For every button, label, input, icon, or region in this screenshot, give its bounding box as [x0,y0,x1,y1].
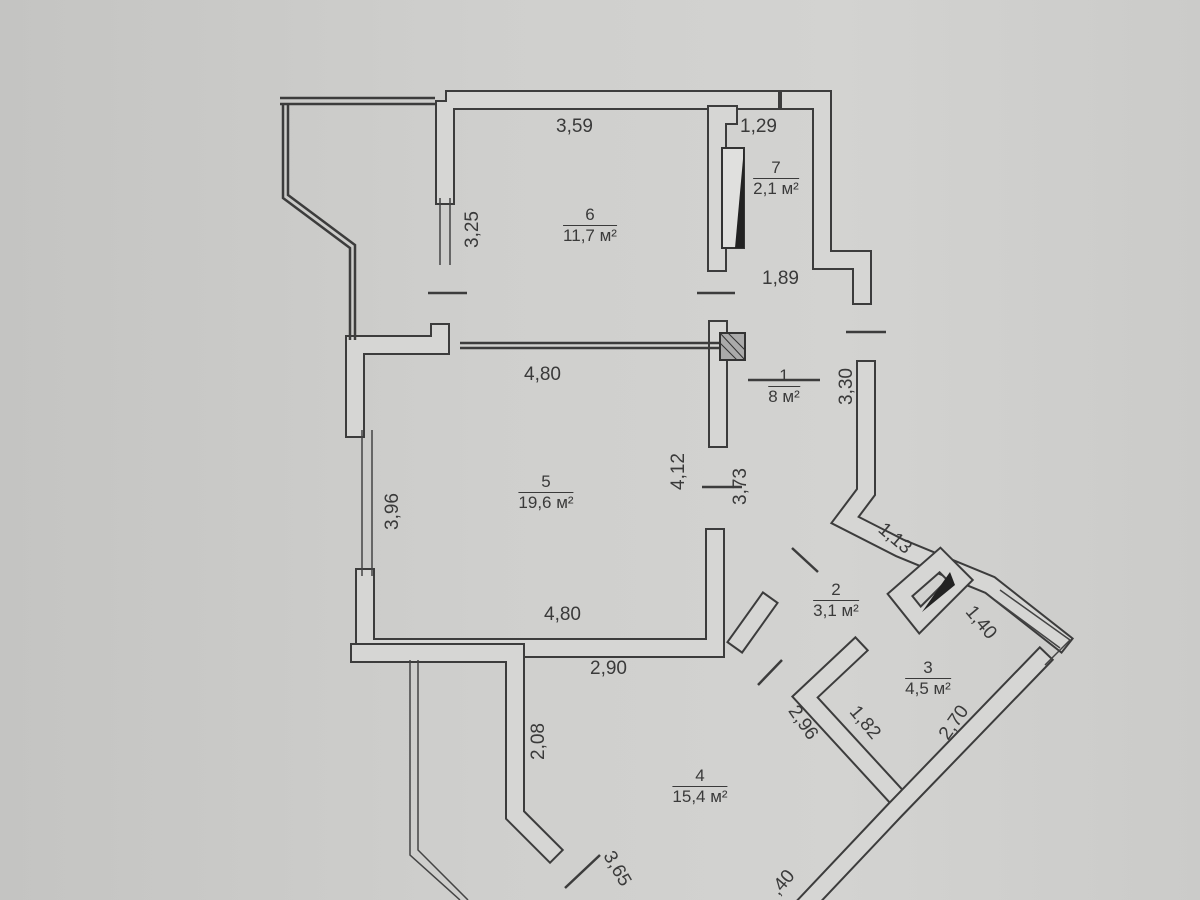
dimension-label: 3,25 [462,211,483,248]
walls [345,90,1075,900]
dimension-label: 1,89 [762,268,799,289]
dimension-label: 4,12 [668,453,689,490]
dimension-label: 3,73 [730,468,751,505]
dimension-label: 3,30 [836,368,857,405]
dimension-label: 4,80 [524,364,561,385]
dimension-label: 1,29 [740,116,777,137]
dimension-label: 2,90 [590,658,627,679]
ventilation-shafts [721,147,955,612]
thin-walls-and-windows [280,96,1072,900]
dimension-label: 3,96 [382,493,403,530]
dimension-label: 4,80 [544,604,581,625]
dimension-label: 3,59 [556,116,593,137]
dimension-label: 2,08 [528,723,549,760]
column-hatching [719,332,746,361]
